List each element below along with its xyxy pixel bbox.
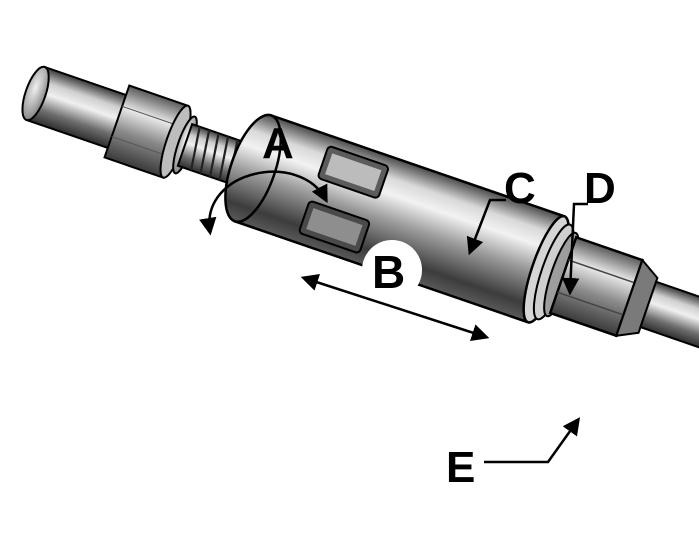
- turnbuckle-assembly: [21, 65, 699, 365]
- label-e: E: [446, 443, 475, 492]
- adjusting-slot: [317, 145, 389, 199]
- label-d: D: [584, 164, 616, 213]
- callout-e: E: [446, 417, 581, 492]
- label-b: B: [372, 246, 405, 298]
- right-rod: [639, 280, 699, 365]
- callout-b: B: [300, 240, 490, 342]
- callout-c: C: [466, 164, 536, 256]
- label-c: C: [504, 164, 536, 213]
- callout-a: A: [199, 119, 328, 236]
- callout-d: D: [561, 164, 616, 296]
- label-a: A: [262, 119, 294, 168]
- right-lock-nut: [548, 235, 659, 338]
